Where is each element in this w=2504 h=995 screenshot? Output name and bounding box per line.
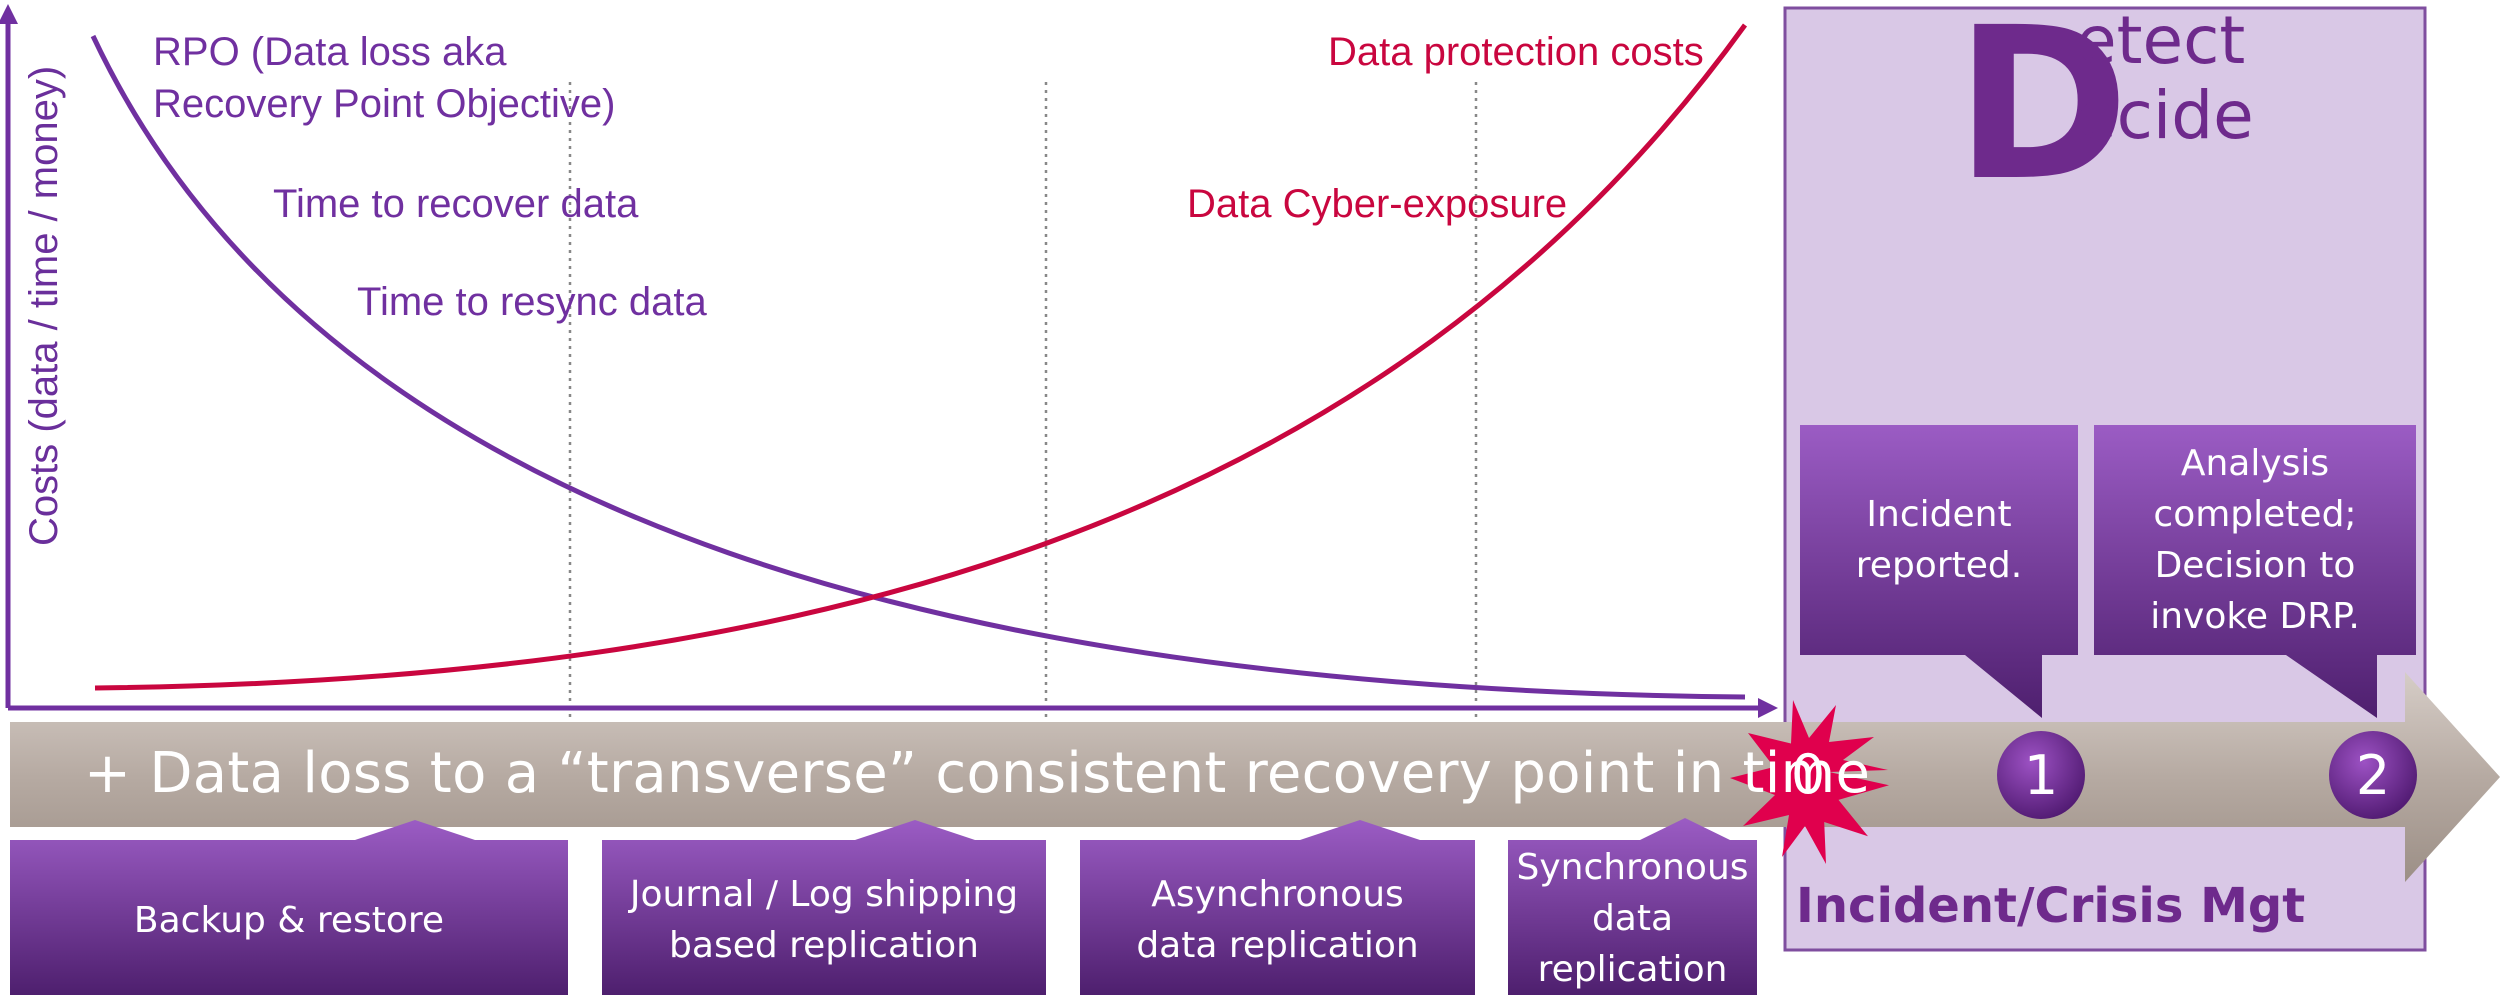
- tech-box-journal: [602, 820, 1046, 995]
- callout-decision-line3: Decision to: [2154, 545, 2356, 586]
- data-protection-costs-label: Data protection costs: [1328, 30, 1704, 74]
- callout-incident-line2: reported.: [1855, 545, 2023, 586]
- timeline-arrow-text: + Data loss to a “transverse” consistent…: [84, 741, 1871, 806]
- tech-label-sync-line1: Synchronous: [1516, 847, 1749, 888]
- marker-circle-2: [2329, 731, 2417, 819]
- tech-label-backup-line1: Backup & restore: [133, 899, 445, 941]
- tech-label-journal-line1: Journal / Log shipping: [629, 874, 1019, 915]
- panel-big-letter: D: [1955, 0, 2130, 227]
- tech-label-journal: Journal / Log shipping based replication: [602, 845, 1046, 995]
- rpo-label-line2: Recovery Point Objective): [153, 82, 616, 126]
- tech-label-async-line2: data replication: [1136, 925, 1419, 966]
- tech-label-sync-line2: data: [1591, 898, 1674, 939]
- tech-label-backup: Backup & restore: [10, 845, 568, 995]
- panel-word-decide: ecide: [2076, 77, 2254, 154]
- marker-1-label: 1: [2023, 743, 2059, 807]
- callout-decision-text: Analysis completed; Decision to invoke D…: [2094, 425, 2416, 655]
- timeline-arrow: [10, 672, 2500, 882]
- marker-2-label: 2: [2355, 743, 2391, 807]
- cyber-exposure-label: Data Cyber-exposure: [1187, 182, 1568, 226]
- tech-box-sync: [1508, 818, 1757, 995]
- y-axis-label: Costs (data / time / money): [22, 65, 66, 546]
- callout-decision-line2: completed;: [2153, 494, 2357, 535]
- increasing-curve: [94, 23, 1748, 691]
- callout-incident-reported: [1800, 425, 2078, 718]
- tech-label-sync: Synchronous data replication: [1508, 842, 1757, 995]
- decreasing-curve: [90, 34, 1746, 700]
- callout-incident-text: Incident reported.: [1800, 425, 2078, 655]
- x-axis-arrowhead: [1758, 698, 1778, 718]
- rpo-label-line1: RPO (Data loss aka: [153, 30, 507, 74]
- time-to-recover-label: Time to recover data: [273, 182, 639, 226]
- callout-decision: [2094, 425, 2416, 718]
- callout-incident-line1: Incident: [1866, 494, 2012, 535]
- starburst-marker: [1730, 700, 1889, 864]
- panel-title: Incident/Crisis Mgt: [1796, 878, 2306, 934]
- time-to-resync-label: Time to resync data: [357, 280, 707, 324]
- tech-label-sync-line3: replication: [1537, 949, 1728, 990]
- marker-circle-1: [1997, 731, 2085, 819]
- marker-0-label: 0: [1790, 742, 1826, 806]
- tech-box-backup: [10, 820, 568, 995]
- panel-word-detect: etect: [2076, 2, 2246, 79]
- y-axis-arrowhead: [0, 4, 18, 24]
- tech-label-async: Asynchronous data replication: [1080, 845, 1475, 995]
- tech-box-async: [1080, 820, 1475, 995]
- callout-decision-line1: Analysis: [2180, 443, 2330, 484]
- tech-label-journal-line2: based replication: [669, 925, 979, 966]
- tech-label-async-line1: Asynchronous: [1151, 874, 1404, 915]
- callout-decision-line4: invoke DRP.: [2150, 596, 2360, 637]
